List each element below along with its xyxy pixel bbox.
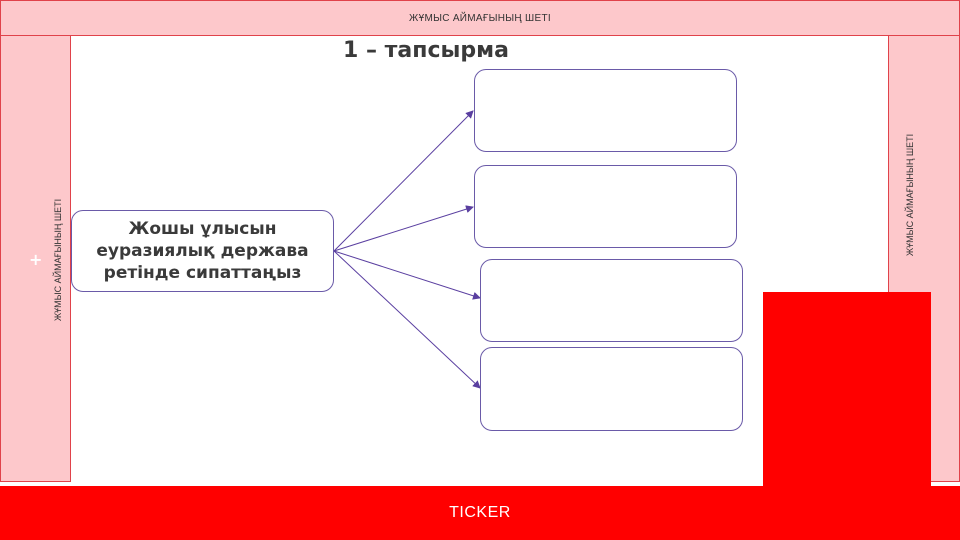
top-margin-label: ЖҰМЫС АЙМАҒЫНЫҢ ШЕТІ [409, 12, 551, 24]
arrow-to-box-1 [333, 110, 474, 252]
source-concept-box[interactable]: Жошы ұлысын еуразиялық держава ретінде с… [71, 210, 334, 292]
plus-icon: + [29, 250, 43, 269]
ticker-text: TICKER [449, 504, 511, 521]
answer-box-2[interactable] [474, 165, 737, 248]
arrow-to-box-4 [333, 250, 481, 389]
answer-box-4[interactable] [480, 347, 743, 431]
arrow-to-box-3 [333, 250, 481, 300]
slide-title: 1 – тапсырма [343, 38, 509, 63]
answer-box-3[interactable] [480, 259, 743, 342]
workspace-left-margin [0, 35, 71, 482]
ticker-bar: TICKER [0, 486, 960, 540]
red-overlay-block [763, 292, 931, 492]
workspace-top-margin: ЖҰМЫС АЙМАҒЫНЫҢ ШЕТІ [0, 0, 960, 36]
answer-box-1[interactable] [474, 69, 737, 152]
arrow-to-box-2 [333, 205, 474, 252]
source-concept-text: Жошы ұлысын еуразиялық держава ретінде с… [96, 219, 309, 283]
